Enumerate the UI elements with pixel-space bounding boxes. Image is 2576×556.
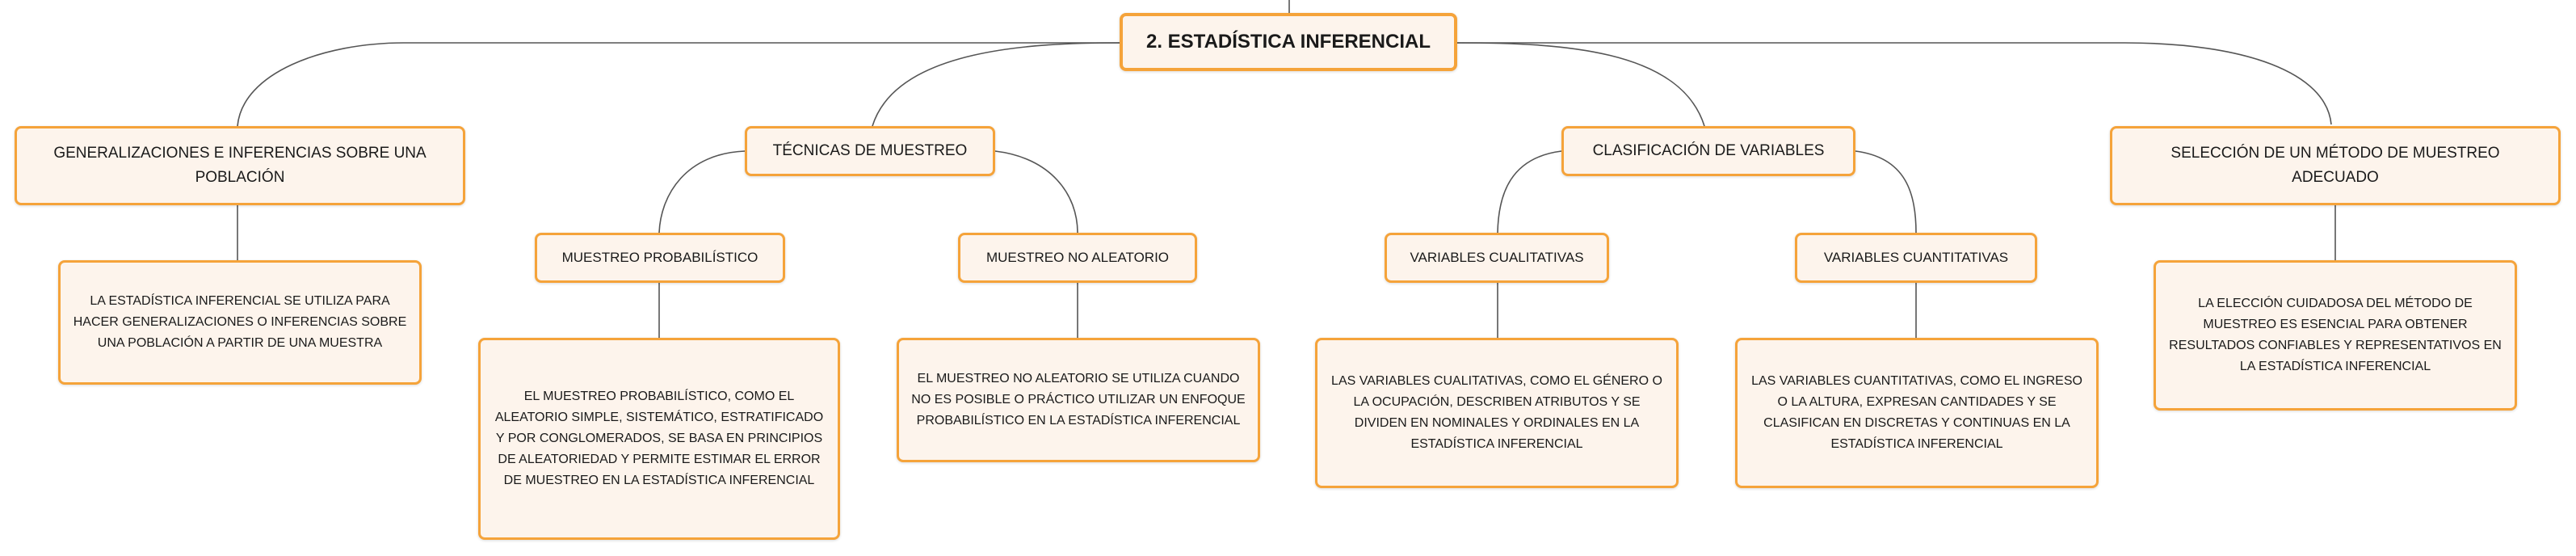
detail-seleccion-metodo[interactable]: LA ELECCIÓN CUIDADOSA DEL MÉTODO DE MUES… (2154, 260, 2517, 411)
branch-tecnicas-muestreo[interactable]: TÉCNICAS DE MUESTREO (745, 126, 995, 176)
branch-seleccion-metodo[interactable]: SELECCIÓN DE UN MÉTODO DE MUESTREO ADECU… (2110, 126, 2561, 205)
detail-generalizaciones[interactable]: LA ESTADÍSTICA INFERENCIAL SE UTILIZA PA… (58, 260, 422, 385)
connector-clasificacion-cualitativas (1497, 150, 1562, 234)
subbranch-variables-cuantitativas[interactable]: VARIABLES CUANTITATIVAS (1795, 233, 2037, 283)
branch-generalizaciones[interactable]: GENERALIZACIONES E INFERENCIAS SOBRE UNA… (15, 126, 465, 205)
subbranch-muestreo-probabilistico[interactable]: MUESTREO PROBABILÍSTICO (535, 233, 785, 283)
detail-variables-cualitativas[interactable]: LAS VARIABLES CUALITATIVAS, COMO EL GÉNE… (1315, 338, 1679, 488)
connector-clasificacion-cuantitativas (1855, 150, 1917, 234)
connector-tecnicas-probabilistico (658, 150, 746, 234)
detail-muestreo-no-aleatorio[interactable]: EL MUESTREO NO ALEATORIO SE UTILIZA CUAN… (897, 338, 1260, 462)
detail-variables-cuantitativas[interactable]: LAS VARIABLES CUANTITATIVAS, COMO EL ING… (1735, 338, 2099, 488)
connector-tecnicas-noaleatorio (994, 150, 1078, 234)
detail-muestreo-probabilistico[interactable]: EL MUESTREO PROBABILÍSTICO, COMO EL ALEA… (478, 338, 840, 540)
subbranch-muestreo-no-aleatorio[interactable]: MUESTREO NO ALEATORIO (958, 233, 1197, 283)
connector-root-tecnicas (872, 42, 1120, 127)
connector-root-seleccion (1457, 42, 2332, 125)
root-node[interactable]: 2. ESTADÍSTICA INFERENCIAL (1120, 13, 1457, 71)
connector-root-clasificacion (1456, 42, 1705, 127)
connector-root-generalizaciones (237, 42, 1120, 127)
branch-clasificacion-variables[interactable]: CLASIFICACIÓN DE VARIABLES (1561, 126, 1855, 176)
subbranch-variables-cualitativas[interactable]: VARIABLES CUALITATIVAS (1385, 233, 1609, 283)
